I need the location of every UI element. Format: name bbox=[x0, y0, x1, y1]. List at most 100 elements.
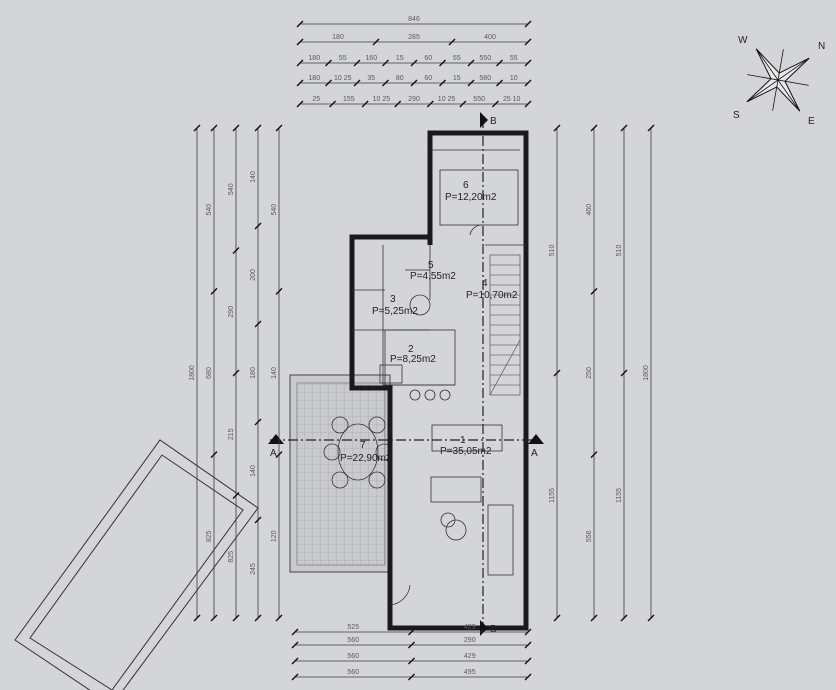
dimension-tick bbox=[647, 124, 655, 132]
section-b-label-bottom: B bbox=[490, 624, 497, 635]
dimension-tick bbox=[459, 100, 467, 108]
dimension-tick bbox=[275, 124, 283, 132]
room-7-number: 7 bbox=[360, 440, 366, 451]
dimension-tick bbox=[210, 614, 218, 622]
dimension-tick bbox=[372, 38, 380, 46]
compass-south: S bbox=[733, 110, 740, 121]
dimension-top-4-2: 10 25 bbox=[373, 96, 391, 103]
dimension-top-3-2: 35 bbox=[367, 75, 375, 82]
room-7-area: P=22,90m2 bbox=[340, 453, 392, 464]
dimension-left-0-0: 1800 bbox=[189, 365, 196, 381]
dimension-right-0-1: 1155 bbox=[549, 488, 556, 503]
dimension-left-3-0: 140 bbox=[250, 171, 257, 183]
dimension-tick bbox=[524, 100, 532, 108]
dimension-left-1-1: 680 bbox=[206, 367, 213, 379]
dimension-right-1-1: 250 bbox=[586, 367, 593, 379]
dimension-left-3-4: 245 bbox=[250, 563, 257, 575]
room-5-area: P=4,55m2 bbox=[410, 271, 456, 282]
room-4-area: P=10,70m2 bbox=[466, 290, 518, 301]
dimension-tick bbox=[210, 124, 218, 132]
dimension-tick bbox=[210, 287, 218, 295]
dimension-tick bbox=[553, 124, 561, 132]
dimension-tick bbox=[590, 451, 598, 459]
dimension-tick bbox=[254, 418, 262, 426]
room-1-number: 1 bbox=[460, 435, 466, 446]
dimension-tick bbox=[408, 657, 415, 665]
dimension-top-3-4: 60 bbox=[424, 75, 432, 82]
dimension-top-4-1: 155 bbox=[343, 96, 355, 103]
dimension-tick bbox=[553, 614, 561, 622]
dimension-tick bbox=[353, 79, 361, 87]
dimension-top-1-2: 400 bbox=[484, 34, 496, 41]
compass-rose bbox=[746, 48, 810, 112]
dimension-tick bbox=[410, 59, 418, 67]
dimension-tick bbox=[553, 369, 561, 377]
dimension-right-3-0: 1800 bbox=[643, 365, 650, 381]
walls bbox=[349, 130, 529, 631]
dimension-left-3-1: 200 bbox=[250, 269, 257, 281]
dimension-tick bbox=[408, 641, 415, 649]
dimension-tick bbox=[524, 79, 532, 87]
dimension-tick bbox=[325, 59, 332, 67]
dimension-top-2-5: 55 bbox=[453, 55, 461, 62]
dimension-tick bbox=[496, 59, 503, 67]
dimension-tick bbox=[296, 20, 304, 28]
dimension-tick bbox=[394, 100, 402, 108]
dimension-top-2-7: 55 bbox=[510, 55, 518, 62]
dimension-top-3-6: 580 bbox=[479, 75, 491, 82]
dimension-top-4-4: 10 25 bbox=[438, 96, 456, 103]
dimension-tick bbox=[524, 38, 532, 46]
dimension-tick bbox=[210, 451, 218, 459]
dimension-tick bbox=[232, 492, 240, 499]
compass-west: W bbox=[738, 35, 748, 46]
dimension-right-2-0: 510 bbox=[616, 245, 623, 257]
dimension-tick bbox=[590, 287, 598, 295]
dimension-tick bbox=[353, 59, 361, 67]
dimension-tick bbox=[193, 614, 201, 622]
dimension-tick bbox=[296, 59, 304, 67]
dimension-bottom-0-0: 525 bbox=[347, 624, 359, 631]
dimension-top-4-0: 25 bbox=[312, 96, 320, 103]
dimension-tick bbox=[291, 657, 299, 665]
dimension-left-2-3: 825 bbox=[228, 551, 235, 563]
dimension-tick bbox=[296, 79, 304, 87]
dimension-left-2-0: 540 bbox=[228, 183, 235, 195]
dimension-top-0-0: 846 bbox=[408, 16, 420, 23]
room-2-area: P=8,25m2 bbox=[390, 354, 436, 365]
dimension-tick bbox=[467, 59, 475, 67]
dimension-tick bbox=[193, 124, 201, 132]
dimension-tick bbox=[524, 59, 532, 67]
dimension-tick bbox=[254, 320, 262, 328]
dimension-tick bbox=[496, 79, 503, 87]
dimension-tick bbox=[448, 38, 456, 46]
dimension-tick bbox=[590, 614, 598, 622]
room-2-number: 2 bbox=[408, 344, 414, 355]
dimension-top-2-1: 55 bbox=[339, 55, 347, 62]
dimension-top-2-6: 550 bbox=[479, 55, 491, 62]
dimension-tick bbox=[275, 614, 283, 622]
dimension-left-4-0: 540 bbox=[271, 204, 278, 216]
room-1-area: P=35,05m2 bbox=[440, 446, 492, 457]
dimension-bottom-2-1: 429 bbox=[464, 653, 476, 660]
room-4-number: 4 bbox=[482, 278, 488, 289]
dimension-top-4-3: 290 bbox=[408, 96, 420, 103]
dimension-tick bbox=[275, 287, 283, 295]
dimension-bottom-3-0: 560 bbox=[347, 669, 359, 676]
section-b-label-top: B bbox=[490, 116, 497, 127]
dimension-tick bbox=[275, 451, 283, 459]
dimension-tick bbox=[620, 369, 628, 377]
room-6-number: 6 bbox=[463, 180, 469, 191]
dimension-tick bbox=[620, 124, 628, 132]
dimension-tick bbox=[232, 247, 240, 254]
dimension-left-1-0: 540 bbox=[206, 204, 213, 216]
dimension-tick bbox=[524, 673, 532, 681]
dimension-top-4-5: 550 bbox=[473, 96, 485, 103]
dimension-right-1-2: 556 bbox=[586, 530, 593, 542]
dimension-left-2-2: 215 bbox=[228, 428, 235, 440]
dimension-left-1-2: 825 bbox=[206, 530, 213, 542]
dimension-tick bbox=[329, 100, 337, 108]
dimension-tick bbox=[291, 628, 299, 636]
dimension-tick bbox=[467, 79, 475, 87]
